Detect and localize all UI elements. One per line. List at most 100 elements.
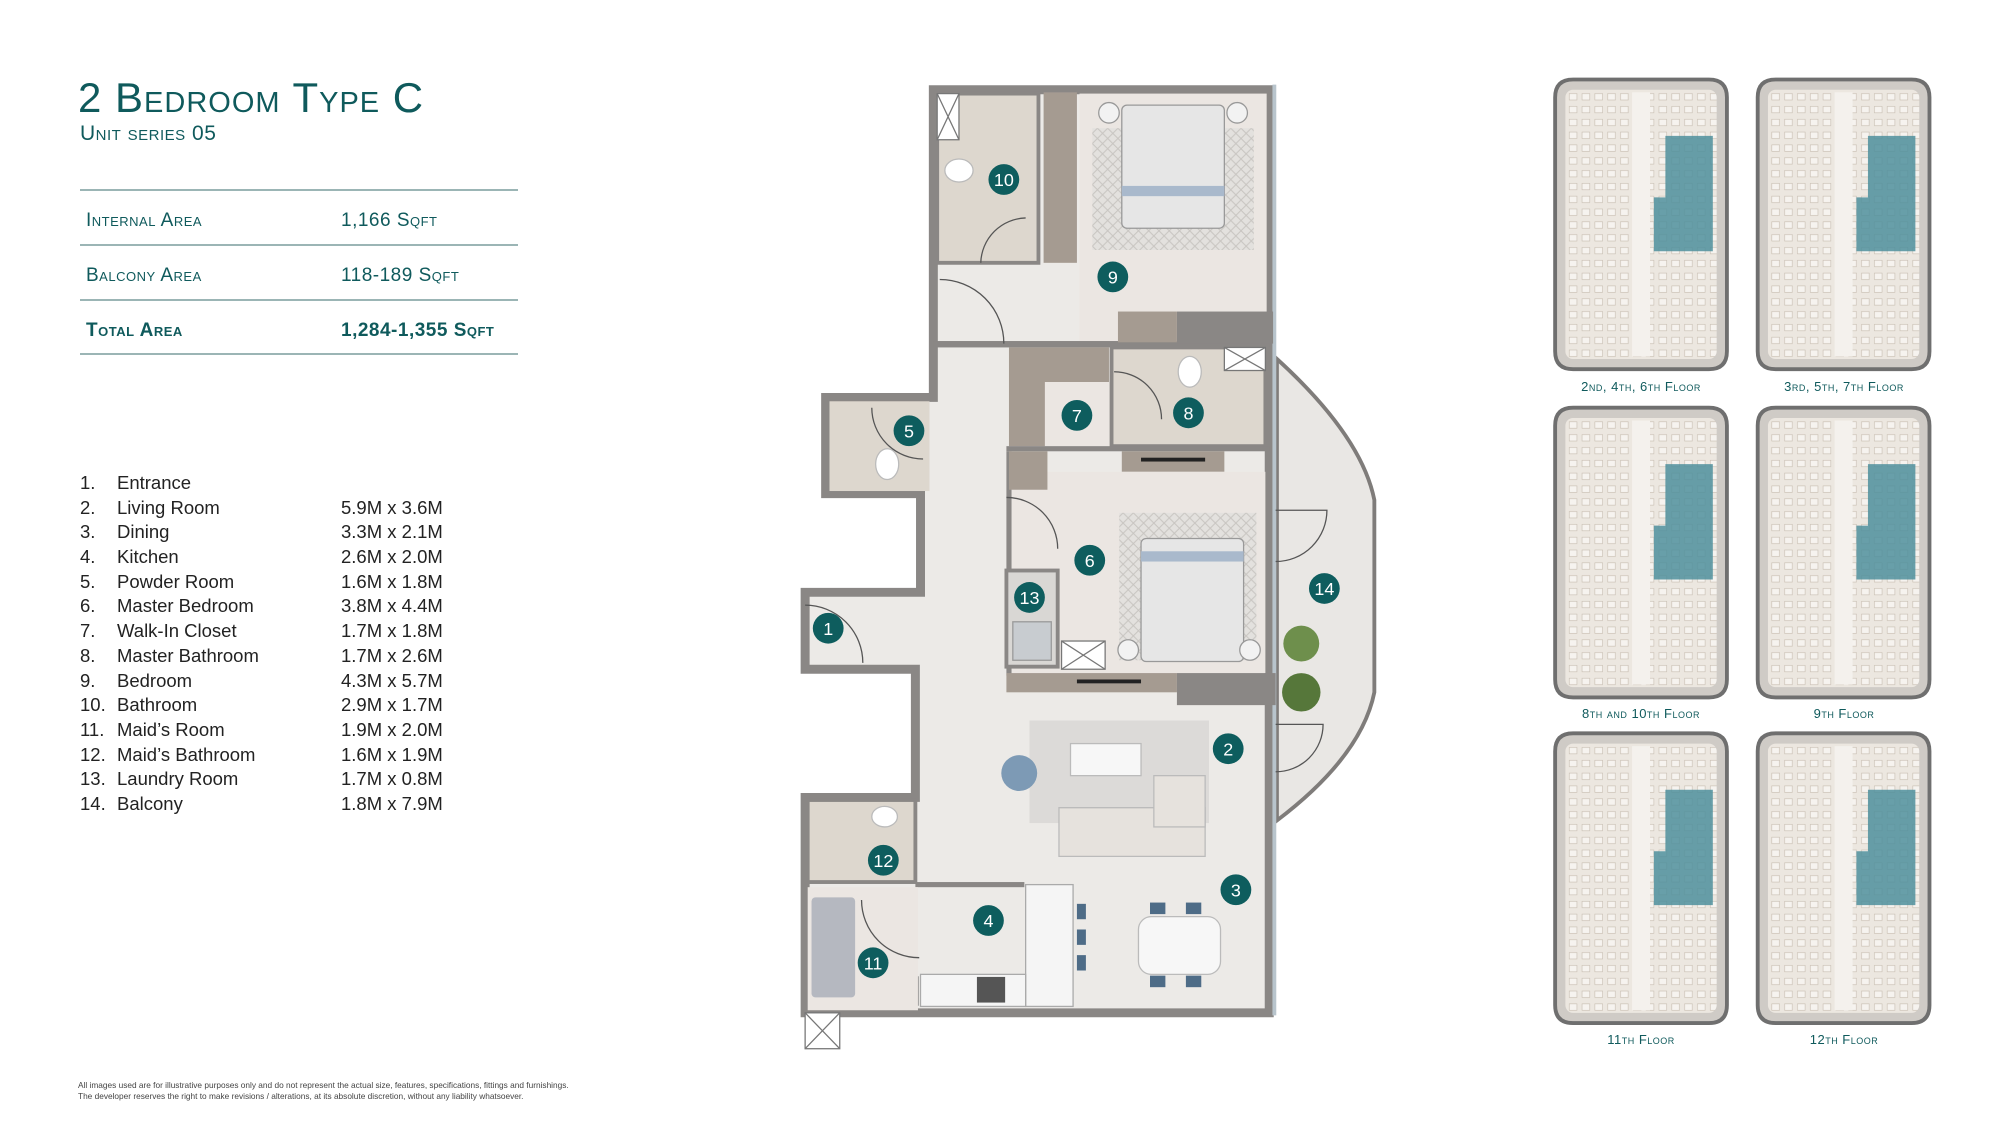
room-number: 3.	[80, 521, 96, 543]
room-marker-number: 4	[983, 911, 993, 931]
key-plans	[1553, 77, 1932, 1025]
room-marker: 5	[893, 415, 925, 447]
room-number: 7.	[80, 620, 96, 642]
area-value: 1,284-1,355 Sqft	[341, 320, 495, 341]
room-marker: 2	[1212, 733, 1244, 765]
room-dimensions: 1.6M x 1.9M	[341, 743, 443, 765]
divider	[80, 189, 518, 191]
room-marker-number: 8	[1183, 403, 1193, 423]
room-schedule: 1. Entrance 2. Living Room 5.9M x 3.6M 3. Dini…	[80, 471, 500, 817]
divider	[80, 244, 518, 246]
room-dimensions: 1.7M x 0.8M	[341, 768, 443, 790]
room-number: 8.	[80, 644, 96, 666]
page-title: 2 Bedroom Type C	[78, 74, 425, 121]
key-plan-thumbnail	[1755, 731, 1932, 1025]
room-marker-number: 6	[1085, 551, 1095, 571]
room-marker-number: 2	[1223, 739, 1233, 759]
room-dimensions: 3.8M x 4.4M	[341, 595, 443, 617]
key-plan-thumbnail	[1553, 731, 1729, 1025]
room-marker-number: 7	[1072, 406, 1082, 426]
room-name: Living Room	[117, 496, 220, 518]
room-dimensions: 1.8M x 7.9M	[341, 792, 443, 814]
room-dimensions: 3.3M x 2.1M	[341, 521, 443, 543]
room-name: Master Bedroom	[117, 595, 254, 617]
key-plan-label: 11th Floor	[1607, 1032, 1675, 1047]
room-name: Dining	[117, 521, 170, 543]
room-number: 2.	[80, 496, 96, 518]
room-dimensions: 5.9M x 3.6M	[341, 496, 443, 518]
kitchen-island	[1025, 883, 1074, 1008]
room-name: Master Bathroom	[117, 644, 259, 666]
area-label: Total Area	[86, 320, 183, 341]
room-number: 9.	[80, 669, 96, 691]
wardrobe	[1043, 92, 1077, 263]
room-name: Entrance	[117, 472, 192, 493]
room-marker: 13	[1014, 582, 1045, 613]
room-number: 5.	[80, 570, 96, 592]
maids-bathroom	[805, 798, 918, 884]
dining-table	[1137, 916, 1222, 975]
area-value: 1,166 Sqft	[341, 210, 438, 231]
key-plan-thumbnail	[1755, 405, 1932, 700]
key-plan-label: 12th Floor	[1809, 1032, 1879, 1047]
unit-series: Unit series 05	[80, 122, 217, 145]
room-list-item: 5. Powder Room 1.6M x 1.8M	[80, 570, 500, 595]
room-name: Laundry Room	[117, 768, 239, 790]
divider	[80, 353, 518, 355]
total-area-row: Total Area 1,284-1,355 Sqft	[86, 320, 516, 342]
room-marker: 11	[857, 947, 889, 979]
room-name: Walk-In Closet	[117, 620, 237, 642]
divider	[80, 299, 518, 301]
key-plan-thumbnail	[1755, 77, 1932, 372]
room-number: 12.	[80, 743, 106, 765]
room-marker-number: 11	[864, 953, 883, 973]
key-plan-label: 2nd, 4th, 6th Floor	[1581, 379, 1701, 394]
room-marker: 7	[1061, 400, 1093, 431]
room-number: 11.	[80, 718, 105, 740]
key-plan-label: 9th Floor	[1813, 706, 1875, 721]
disclaimer-line: The developer reserves the right to make…	[78, 1090, 524, 1101]
room-marker-number: 12	[873, 851, 893, 871]
room-number: 14.	[80, 792, 106, 814]
room-name: Bedroom	[117, 669, 193, 691]
room-list-item: 3. Dining 3.3M x 2.1M	[80, 520, 500, 545]
room-marker: 9	[1097, 261, 1129, 293]
key-plan-label: 3rd, 5th, 7th Floor	[1784, 379, 1904, 394]
room-marker-number: 10	[994, 170, 1014, 190]
internal-area-row: Internal Area 1,166 Sqft	[86, 210, 516, 232]
room-name: Bathroom	[117, 694, 198, 716]
room-marker-number: 13	[1020, 588, 1040, 608]
key-plan-thumbnail	[1553, 77, 1729, 372]
room-dimensions: 1.9M x 2.0M	[341, 718, 443, 740]
room-name: Powder Room	[117, 570, 235, 592]
powder-room	[829, 401, 930, 492]
room-marker: 10	[988, 164, 1020, 195]
room-list-item: 2. Living Room 5.9M x 3.6M	[80, 496, 500, 521]
room-dimensions: 1.6M x 1.8M	[341, 570, 443, 592]
room-marker-number: 14	[1314, 579, 1334, 599]
disclaimer-line: All images used are for illustrative pur…	[78, 1080, 569, 1090]
room-marker-number: 9	[1108, 268, 1118, 288]
room-marker: 6	[1074, 544, 1106, 576]
room-marker: 1	[812, 612, 844, 644]
area-label: Internal Area	[86, 210, 203, 231]
room-marker: 12	[867, 844, 899, 876]
room-marker-number: 5	[904, 421, 914, 441]
disclaimer: All images used are for illustrative pur…	[78, 1080, 569, 1101]
room-marker-number: 1	[823, 619, 833, 639]
balcony-area-row: Balcony Area 118-189 Sqft	[86, 265, 516, 287]
room-dimensions: 2.9M x 1.7M	[341, 694, 443, 716]
room-number: 1.	[80, 472, 96, 493]
area-label: Balcony Area	[86, 265, 202, 286]
